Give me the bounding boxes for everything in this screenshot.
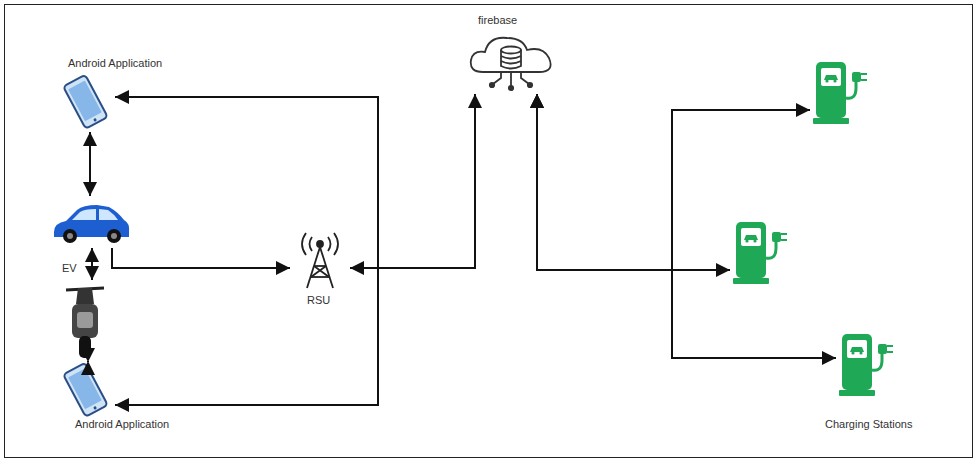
charging-station-icon bbox=[813, 62, 867, 124]
phone-icon bbox=[63, 363, 108, 417]
vehicle-node: EV bbox=[52, 198, 130, 246]
rsu-tower-icon bbox=[302, 233, 338, 288]
arrow-connector bbox=[537, 94, 836, 358]
arrow-connector bbox=[112, 248, 290, 268]
arrow-connector bbox=[115, 97, 378, 268]
phone-node: Android Application bbox=[58, 363, 113, 415]
scooter-icon bbox=[66, 288, 104, 358]
scooter-node bbox=[60, 282, 110, 360]
rsu-node: RSU bbox=[292, 232, 348, 290]
station-node: Charging Stations bbox=[838, 330, 898, 400]
arrow-connector bbox=[537, 94, 730, 270]
phone-node: Android Application bbox=[58, 75, 113, 130]
arrow-connector bbox=[89, 132, 91, 196]
node-label: firebase bbox=[478, 14, 517, 27]
arrow-connector bbox=[91, 248, 93, 280]
cloud-database-icon bbox=[471, 38, 551, 90]
car-icon bbox=[54, 205, 129, 243]
charging-station-icon bbox=[839, 334, 893, 396]
phone-icon bbox=[63, 75, 108, 129]
cloud-node: firebase bbox=[465, 32, 557, 92]
arrow-connector bbox=[350, 94, 475, 268]
node-label: Charging Stations bbox=[825, 418, 912, 431]
station-node bbox=[812, 58, 872, 128]
arrow-connector bbox=[115, 268, 378, 405]
arrow-connector bbox=[87, 361, 89, 362]
station-node bbox=[732, 218, 792, 288]
node-label: Android Application bbox=[68, 57, 162, 70]
node-label: EV bbox=[62, 262, 77, 275]
node-label: Android Application bbox=[75, 418, 169, 431]
charging-station-icon bbox=[733, 222, 787, 284]
arrow-connector bbox=[537, 94, 810, 270]
node-label: RSU bbox=[307, 294, 330, 307]
